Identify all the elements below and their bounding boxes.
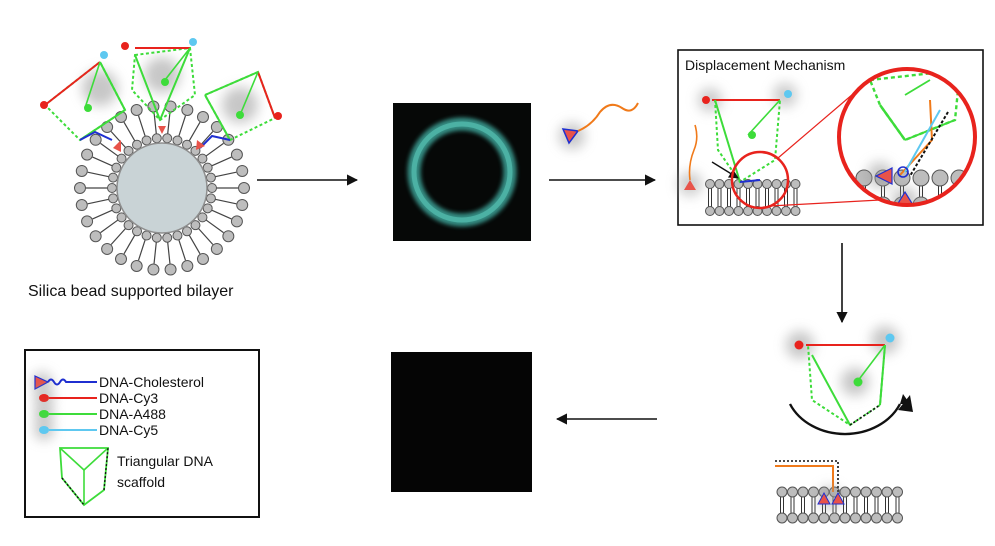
legend-item-3: DNA-Cy5 <box>99 422 158 438</box>
a488-fluorophore-icon <box>161 78 169 86</box>
a488-fluorophore-icon <box>748 131 756 139</box>
mechanism-title: Displacement Mechanism <box>685 57 845 73</box>
cy3-fluorophore-icon <box>274 112 282 120</box>
cy5-fluorophore-icon <box>885 333 895 343</box>
cholesterol-anchor-icon <box>113 140 121 152</box>
cy5-fluorophore-icon <box>100 51 108 59</box>
fluorescent-micrograph <box>393 103 531 241</box>
bottom-bilayer <box>775 460 903 524</box>
displacer-strand <box>559 102 639 149</box>
legend-item-1: DNA-Cy3 <box>99 390 158 406</box>
legend-item-0: DNA-Cholesterol <box>99 374 204 390</box>
cholesterol-anchor-icon <box>158 126 166 134</box>
cy3-fluorophore-icon <box>121 42 129 50</box>
bead-caption: Silica bead supported bilayer <box>28 283 234 300</box>
zoom-region-circle <box>730 150 790 210</box>
cy3-fluorophore-icon <box>40 101 48 109</box>
cholesterol-anchor-icon <box>196 140 205 150</box>
legend-scaffold-line2: scaffold <box>117 474 165 490</box>
blue-fluorophore-icon <box>39 426 49 434</box>
lipid-bilayer-ring <box>74 100 250 276</box>
legend-scaffold-line1: Triangular DNA <box>117 453 214 469</box>
red-fluorophore-icon <box>39 394 49 402</box>
green-fluorophore-icon <box>39 410 49 418</box>
release-curved-arrow <box>788 403 902 436</box>
silica-bead-bilayer: Silica bead supported bilayer <box>28 38 282 300</box>
triangular-scaffold-icon <box>59 447 109 507</box>
cy3-fluorophore-icon <box>794 340 804 350</box>
a488-fluorophore-icon <box>84 104 92 112</box>
bead-scaffold-top <box>121 38 197 122</box>
silica-bead <box>116 142 208 234</box>
bead-scaffold-right <box>199 70 282 149</box>
a488-fluorophore-icon <box>236 111 244 119</box>
legend-item-2: DNA-A488 <box>99 406 166 422</box>
a488-fluorophore-icon <box>853 377 863 387</box>
cholesterol-triangle-icon <box>34 375 50 391</box>
released-scaffold <box>786 326 913 436</box>
cy3-fluorophore-icon <box>702 96 710 104</box>
cy5-fluorophore-icon <box>784 90 792 98</box>
cy5-fluorophore-icon <box>189 38 197 46</box>
dark-micrograph <box>391 352 532 492</box>
mechanism-panel: Displacement Mechanism <box>677 49 984 226</box>
bead-scaffold-left <box>40 51 127 142</box>
legend: DNA-Cholesterol DNA-Cy3 DNA-A488 DNA-Cy5… <box>24 349 260 518</box>
